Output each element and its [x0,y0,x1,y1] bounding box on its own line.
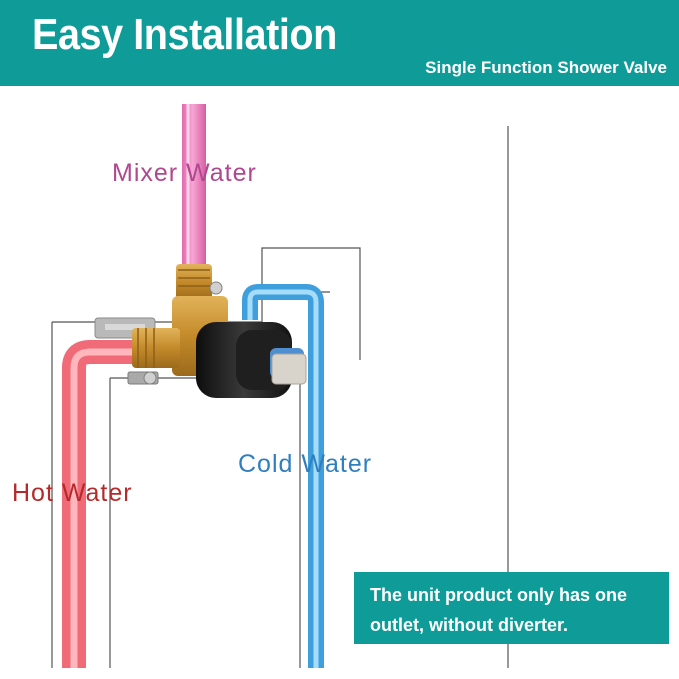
page-subtitle: Single Function Shower Valve [425,58,667,77]
outlet-note-text: The unit product only has one outlet, wi… [370,585,628,635]
mixer-water-pipe [182,104,206,274]
header-banner: Easy Installation Single Function Shower… [0,0,679,86]
outlet-note: The unit product only has one outlet, wi… [354,572,669,644]
page-title: Easy Installation [32,10,337,59]
installation-illustration: Mixer Water Cold Water Hot Water [12,104,509,668]
cold-water-pipe [242,284,324,668]
cold-water-label: Cold Water [238,450,372,478]
hot-water-label: Hot Water [12,479,133,507]
mixer-water-label: Mixer Water [112,159,257,187]
valve-cartridge [196,322,307,398]
hot-water-pipe [62,340,140,668]
